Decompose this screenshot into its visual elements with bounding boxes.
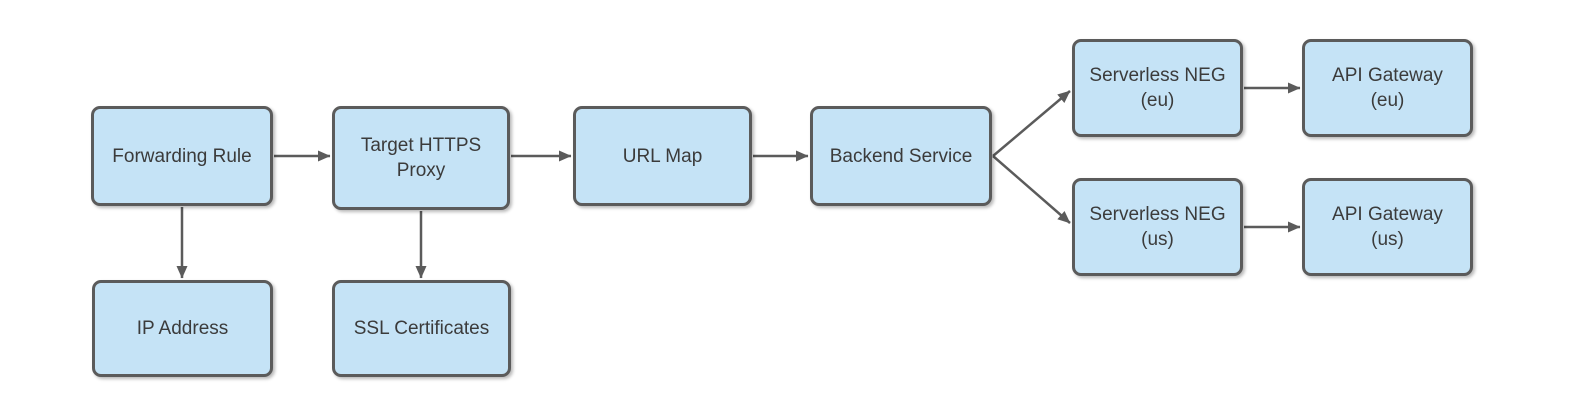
edge-backend-service-to-serverless-neg-us (992, 155, 1071, 224)
edge-backend-service-to-serverless-neg-eu (992, 90, 1071, 157)
node-label-serverless-neg-us: Serverless NEG(us) (1089, 204, 1226, 250)
node-serverless-neg-eu: Serverless NEG(eu) (1072, 39, 1243, 137)
node-backend-service: Backend Service (810, 106, 992, 206)
node-label-backend-service: Backend Service (829, 145, 973, 167)
node-label-forwarding-rule: Forwarding Rule (112, 145, 252, 167)
node-ssl-certificates: SSL Certificates (332, 280, 511, 377)
node-label-ip-address: IP Address (136, 318, 229, 339)
node-label-url-map: URL Map (622, 145, 703, 167)
node-label-api-gateway-us: API Gateway(us) (1332, 204, 1443, 250)
node-api-gateway-us: API Gateway(us) (1302, 178, 1473, 276)
node-label-api-gateway-eu: API Gateway(eu) (1332, 65, 1443, 111)
node-label-ssl-certificates: SSL Certificates (353, 318, 490, 339)
node-ip-address: IP Address (92, 280, 273, 377)
node-label-serverless-neg-eu: Serverless NEG(eu) (1089, 65, 1226, 111)
node-api-gateway-eu: API Gateway(eu) (1302, 39, 1473, 137)
node-serverless-neg-us: Serverless NEG(us) (1072, 178, 1243, 276)
node-url-map: URL Map (573, 106, 752, 206)
node-forwarding-rule: Forwarding Rule (91, 106, 273, 206)
